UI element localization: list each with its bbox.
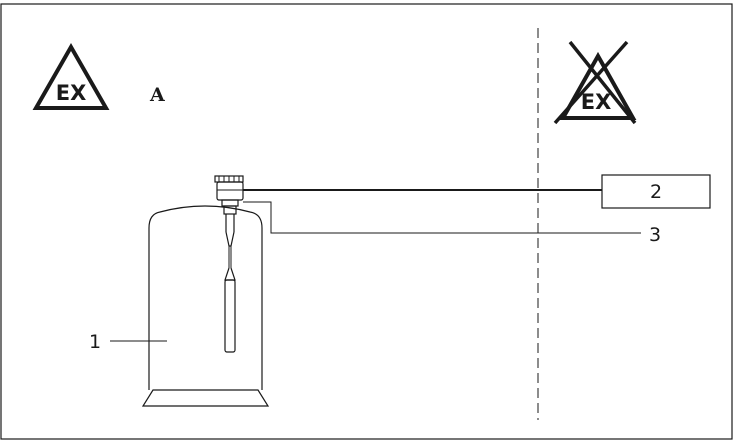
callout-3-leader: [243, 201, 641, 234]
ex-hazard-triangle-icon: EX: [32, 42, 110, 110]
vessel-base: [141, 389, 270, 407]
ex-crossed-symbol-text: EX: [581, 90, 612, 114]
callout-1: 1: [89, 331, 101, 353]
ex-symbol-text: EX: [56, 81, 87, 105]
callout-2: 2: [650, 181, 662, 203]
cross-line-b: [568, 40, 637, 125]
ex-crossed-triangle-icon: EX: [553, 40, 637, 125]
switching-unit-box: [601, 174, 711, 209]
hazard-zone-label: A: [149, 84, 165, 106]
probe-float: [224, 279, 236, 353]
cross-line-a: [553, 40, 629, 125]
callout-3: 3: [649, 224, 661, 246]
level-switch-device: [214, 175, 244, 353]
diagram-frame: [0, 3, 733, 440]
vessel: [141, 205, 270, 407]
